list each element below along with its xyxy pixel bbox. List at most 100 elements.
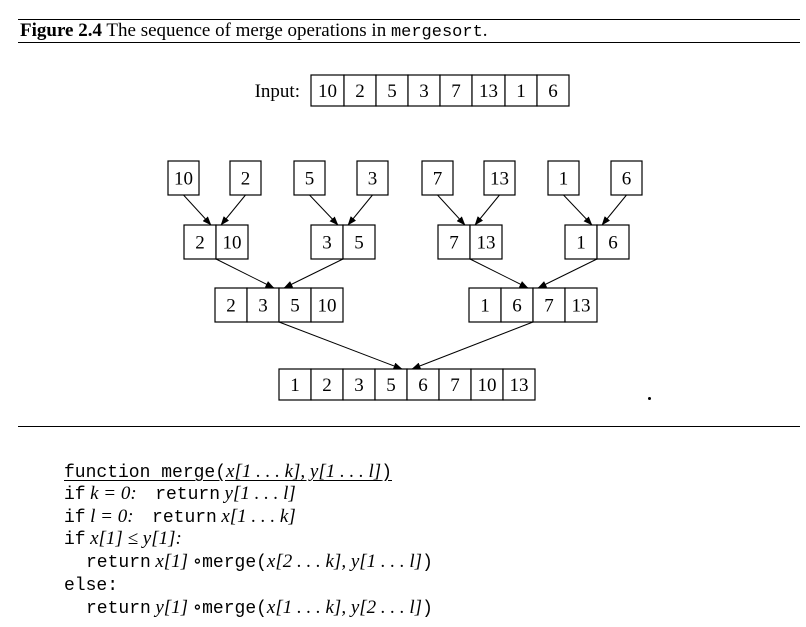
sorted-array-cell bbox=[278, 368, 312, 401]
code-return-4: return bbox=[86, 599, 151, 619]
code-if-1: if bbox=[64, 485, 86, 505]
leaf-array-value: 7 bbox=[433, 169, 443, 190]
sorted-array-value: 7 bbox=[450, 375, 460, 396]
leaf-array-value: 1 bbox=[559, 169, 569, 190]
leaf-array-cell bbox=[483, 160, 516, 196]
code-return-1: return bbox=[155, 485, 221, 505]
input-array-cell bbox=[407, 74, 441, 107]
leaf-array: 10 bbox=[167, 160, 200, 196]
sorted-array-value: 5 bbox=[386, 375, 396, 396]
leaf-array-value: 5 bbox=[305, 169, 315, 190]
input-array-value: 6 bbox=[548, 81, 558, 102]
top-rule bbox=[18, 19, 800, 20]
quad-array-value: 10 bbox=[318, 296, 337, 317]
input-array-value: 7 bbox=[451, 81, 461, 102]
code-if-2: if bbox=[64, 508, 86, 528]
sorted-array-value: 3 bbox=[354, 375, 364, 396]
code-line-3: if l = 0: return x[1 . . . k] bbox=[64, 505, 296, 528]
pair-array-cell bbox=[342, 224, 376, 260]
quad-array-value: 5 bbox=[290, 296, 300, 317]
code-return-3: return bbox=[86, 553, 151, 573]
leaf-array: 7 bbox=[421, 160, 454, 196]
merge-arrow bbox=[601, 194, 627, 226]
pair-array-cell bbox=[437, 224, 471, 260]
input-array-cell bbox=[375, 74, 409, 107]
code-merge-call-2: merge( bbox=[202, 599, 267, 619]
leaf-array-cell bbox=[167, 160, 200, 196]
merge-arrow bbox=[309, 194, 339, 226]
sorted-array-cell bbox=[342, 368, 376, 401]
input-array-value: 13 bbox=[479, 81, 498, 102]
leaf-array-cell bbox=[547, 160, 580, 196]
code-args-3: x[2 . . . k], y[1 . . . l] bbox=[266, 551, 423, 572]
sorted-array-cell bbox=[406, 368, 440, 401]
quad-array-cell bbox=[532, 287, 566, 323]
pair-array-value: 7 bbox=[449, 233, 459, 254]
code-pre-3: x[1] ∘ bbox=[155, 551, 203, 572]
input-array-cell bbox=[310, 74, 345, 107]
code-function-args: x[1 . . . k], y[1 . . . l] bbox=[226, 461, 382, 482]
code-close-3: ) bbox=[422, 553, 433, 573]
sorted-array-value: 10 bbox=[478, 375, 497, 396]
quad-array-value: 13 bbox=[572, 296, 591, 317]
code-line-4: if x[1] ≤ y[1]: bbox=[64, 527, 182, 550]
code-line-6: else: bbox=[64, 573, 118, 596]
pair-array-cell bbox=[215, 224, 249, 260]
code-line-2: if k = 0: return y[1 . . . l] bbox=[64, 482, 296, 505]
quad-array-value: 7 bbox=[544, 296, 554, 317]
code-else: else: bbox=[64, 576, 119, 596]
leaf-array-value: 6 bbox=[622, 169, 632, 190]
input-array-value: 5 bbox=[387, 81, 397, 102]
code-function-header: function merge( bbox=[64, 463, 227, 483]
caption-period: . bbox=[482, 20, 488, 41]
code-pre-4: y[1] ∘ bbox=[155, 597, 203, 618]
pair-array-value: 3 bbox=[322, 233, 332, 254]
quad-array-cell bbox=[564, 287, 598, 323]
merge-arrow bbox=[183, 194, 212, 226]
leaf-array: 1 bbox=[547, 160, 580, 196]
caption-code-word: mergesort bbox=[390, 23, 483, 42]
sorted-array-cell bbox=[438, 368, 472, 401]
merge-arrow bbox=[537, 258, 598, 289]
leaf-array-value: 2 bbox=[241, 169, 251, 190]
code-cond-2: l = 0: bbox=[90, 506, 134, 527]
leaf-array: 3 bbox=[356, 160, 389, 196]
input-array-value: 2 bbox=[355, 81, 365, 102]
leaf-array-cell bbox=[356, 160, 389, 196]
quad-array-value: 2 bbox=[226, 296, 236, 317]
input-array-cell bbox=[504, 74, 538, 107]
code-line-1: function merge(x[1 . . . k], y[1 . . . l… bbox=[64, 460, 392, 483]
pair-array: 7 13 bbox=[437, 224, 503, 260]
pair-array-value: 1 bbox=[576, 233, 586, 254]
merge-arrow bbox=[474, 194, 500, 226]
figure-label: Figure 2.4 bbox=[20, 20, 102, 41]
sorted-array-value: 2 bbox=[322, 375, 332, 396]
quad-array-cell bbox=[214, 287, 248, 323]
input-array-cell bbox=[439, 74, 473, 107]
pair-array-cell bbox=[596, 224, 630, 260]
leaf-array: 5 bbox=[293, 160, 326, 196]
quad-array-value: 6 bbox=[512, 296, 522, 317]
pair-array-value: 13 bbox=[477, 233, 496, 254]
merge-arrow bbox=[563, 194, 593, 226]
stray-dot bbox=[648, 397, 651, 400]
pair-array-value: 5 bbox=[354, 233, 364, 254]
pair-array-cell bbox=[564, 224, 598, 260]
sorted-array-value: 1 bbox=[290, 375, 300, 396]
merge-arrow bbox=[220, 194, 246, 226]
quad-array-cell bbox=[500, 287, 534, 323]
code-close-4: ) bbox=[422, 599, 433, 619]
leaf-array-cell bbox=[229, 160, 262, 196]
leaf-array-cell bbox=[421, 160, 454, 196]
merge-arrow bbox=[347, 194, 373, 226]
